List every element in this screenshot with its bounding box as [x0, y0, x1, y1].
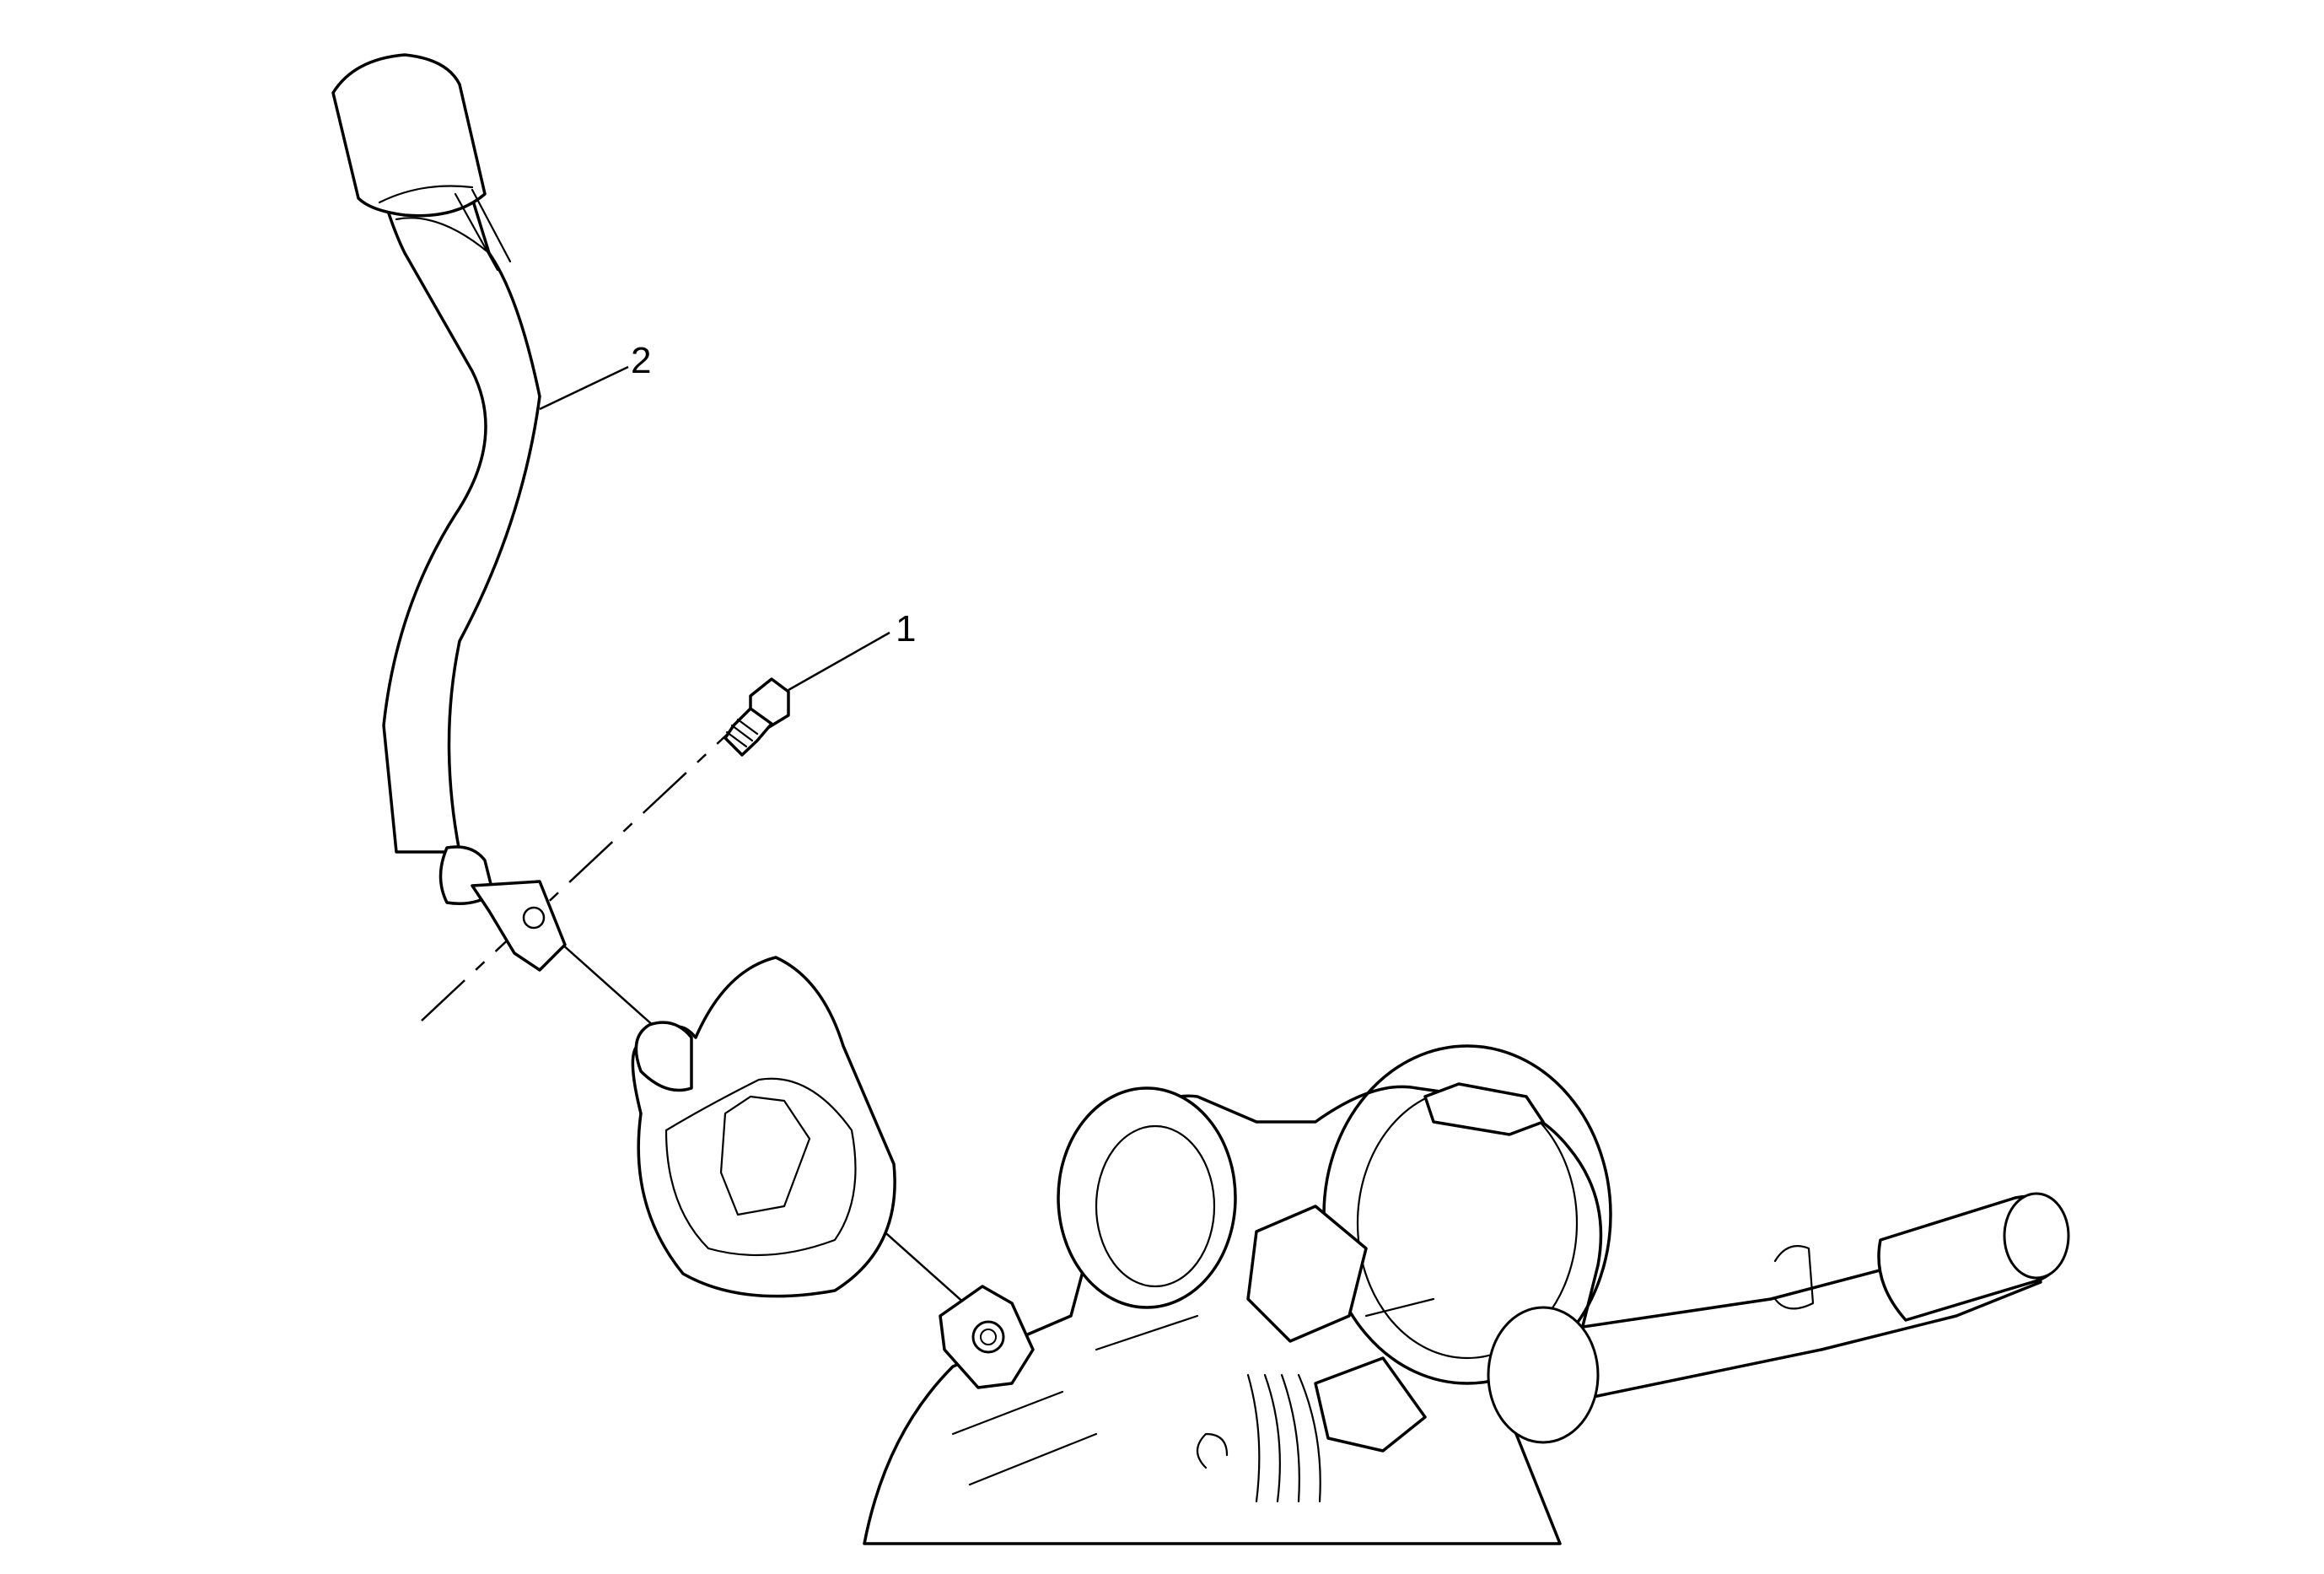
boot-inner — [664, 1077, 857, 1257]
wiper-lever-end — [2003, 1192, 2070, 1280]
wiper-lever-ring — [1773, 1245, 1815, 1310]
stalk-collar — [1487, 1306, 1600, 1444]
lever-socket — [471, 880, 567, 972]
lever-cap — [331, 53, 487, 218]
boot-stem — [634, 1021, 693, 1092]
steering-column-assembly — [863, 1044, 2070, 1545]
bolt-shank — [724, 707, 773, 757]
lever-cap-ring — [378, 185, 512, 272]
boot-opening — [719, 1095, 811, 1216]
ignition-switch-housing — [1057, 1086, 1237, 1309]
lever-sleeve-line — [395, 217, 491, 255]
lower-connector — [1314, 1356, 1427, 1453]
shift-lever[interactable] — [331, 53, 567, 972]
shift-boot[interactable] — [631, 956, 896, 1298]
callout-label-1: 1 — [896, 608, 916, 650]
bolt-threads — [725, 718, 759, 748]
bracket-hole-inner — [980, 1329, 997, 1345]
center-connector — [1246, 1205, 1368, 1343]
lever-shaft — [369, 142, 541, 854]
callout-leader-2 — [539, 365, 629, 411]
bolt[interactable] — [724, 677, 790, 757]
wiring-harness — [1246, 1373, 1321, 1503]
top-connector — [1423, 1082, 1545, 1136]
bracket-hole — [971, 1320, 1005, 1354]
ignition-switch-inner — [1095, 1124, 1216, 1288]
callout-leader-1 — [788, 631, 890, 692]
column-detail-lines — [951, 1297, 1435, 1486]
bolt-centerline — [421, 708, 756, 1021]
lever-bolt-hole — [522, 906, 546, 930]
callout-label-2: 2 — [631, 340, 651, 381]
